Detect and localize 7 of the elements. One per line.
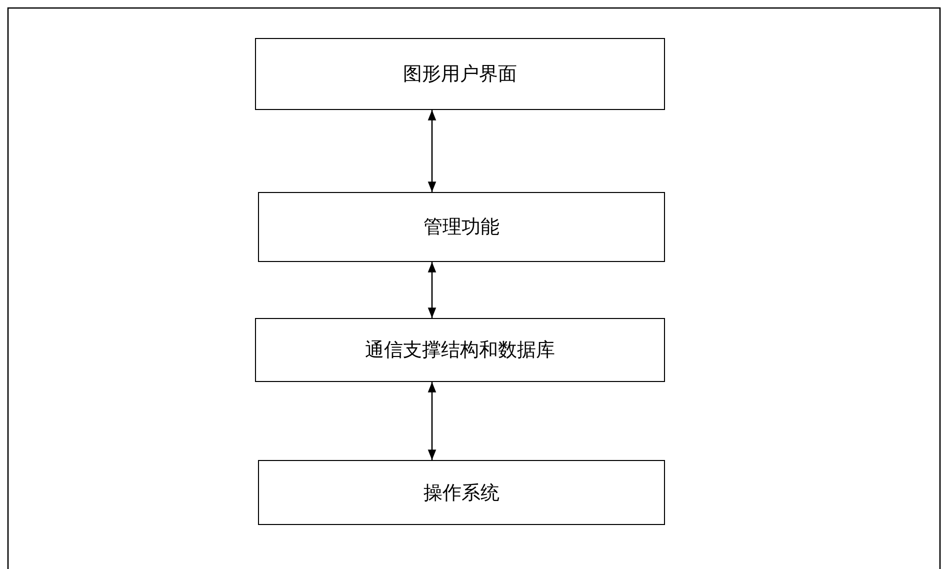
double-arrow — [428, 382, 436, 460]
layer-box: 操作系统 — [258, 460, 665, 525]
layer-box: 图形用户界面 — [255, 38, 665, 110]
double-arrow — [428, 262, 436, 318]
double-arrow — [428, 110, 436, 192]
layer-box: 管理功能 — [258, 192, 665, 262]
layer-box: 通信支撑结构和数据库 — [255, 318, 665, 382]
